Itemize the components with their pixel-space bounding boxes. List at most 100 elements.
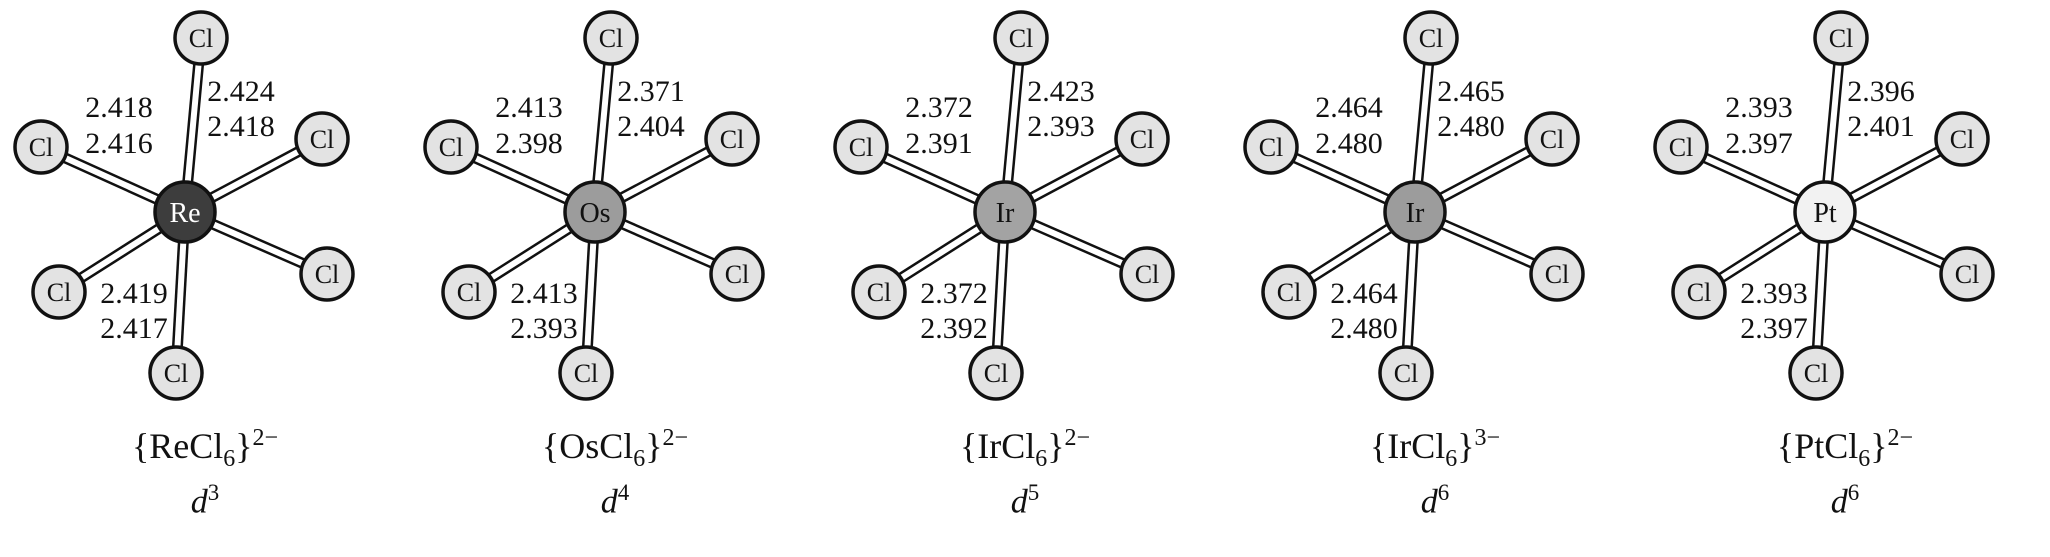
formula-subscript: 6 <box>223 446 236 473</box>
bond-length-label: 2.372 <box>905 91 973 124</box>
bond-length-label: 2.419 <box>100 277 168 310</box>
octahedral-structure-diagram: Cl Cl Cl Cl Cl Cl <box>833 10 1175 401</box>
formula-prefix: {IrCl <box>1369 426 1446 466</box>
metal-atom: Pt <box>1793 180 1857 244</box>
chlorine-circle <box>1653 119 1709 175</box>
chlorine-circle <box>173 10 229 66</box>
chlorine-circle <box>1671 264 1727 320</box>
bond-length-label: 2.371 <box>617 75 685 108</box>
chlorine-circle <box>1243 119 1299 175</box>
chlorine-circle <box>1939 246 1995 302</box>
chlorine-label: Cl <box>867 278 892 307</box>
chlorine-label: Cl <box>984 359 1009 388</box>
bond-length-labels: 2.372 2.391 2.423 2.393 2.372 2.392 <box>905 75 1095 345</box>
formula-close-brace: } <box>1457 426 1475 466</box>
chlorine-atom-upper-left: Cl <box>1243 119 1299 175</box>
chlorine-atom-upper-right: Cl <box>1524 111 1580 167</box>
chlorine-label: Cl <box>1829 24 1854 53</box>
chlorine-circle <box>968 345 1024 401</box>
chlorine-atom-lower-left: Cl <box>31 264 87 320</box>
d-exponent: 5 <box>1027 480 1040 506</box>
chlorine-label: Cl <box>1950 125 1975 154</box>
chlorine-circle <box>1529 246 1585 302</box>
octahedral-structure-diagram: Cl Cl Cl Cl Cl Cl <box>13 10 355 401</box>
chlorine-atom-top: Cl <box>583 10 639 66</box>
chlorine-circle <box>1934 111 1990 167</box>
bond-length-label: 2.413 <box>495 91 563 124</box>
bond-length-labels: 2.464 2.480 2.465 2.480 2.464 2.480 <box>1315 75 1505 345</box>
complex-formula: {IrCl6}3− <box>1370 426 1500 471</box>
bond-length-label: 2.393 <box>510 312 578 345</box>
chlorine-circle <box>558 345 614 401</box>
chlorine-label: Cl <box>310 125 335 154</box>
bond-length-label: 2.393 <box>1740 277 1808 310</box>
d-exponent: 4 <box>617 480 630 506</box>
chlorine-atom-lower-right: Cl <box>1529 246 1585 302</box>
chlorine-circle <box>1378 345 1434 401</box>
bond-length-label: 2.404 <box>617 110 685 143</box>
bond-length-label: 2.393 <box>1027 110 1095 143</box>
chlorine-label: Cl <box>599 24 624 53</box>
formula-close-brace: } <box>235 426 253 466</box>
bond-length-labels: 2.393 2.397 2.396 2.401 2.393 2.397 <box>1725 75 1915 345</box>
metal-label: Re <box>169 198 200 229</box>
formula-close-brace: } <box>1870 426 1888 466</box>
chlorine-atom-upper-left: Cl <box>13 119 69 175</box>
chlorine-atom-lower-left: Cl <box>1671 264 1727 320</box>
metal-atom: Os <box>563 180 627 244</box>
chlorine-atom-upper-right: Cl <box>1114 111 1170 167</box>
chlorine-circle <box>1788 345 1844 401</box>
chlorine-label: Cl <box>315 260 340 289</box>
chlorine-atom-lower-right: Cl <box>709 246 765 302</box>
formula-subscript: 6 <box>1445 446 1458 473</box>
formula-prefix: {OsCl <box>541 426 634 466</box>
chlorine-label: Cl <box>1540 125 1565 154</box>
metal-label: Ir <box>1406 198 1425 229</box>
complex-formula: {ReCl6}2− <box>132 426 278 471</box>
d-symbol: d <box>1420 483 1438 521</box>
d-exponent: 3 <box>207 480 220 506</box>
chlorine-circle <box>1403 10 1459 66</box>
complex-formula: {IrCl6}2− <box>960 426 1090 471</box>
bond-length-label: 2.480 <box>1315 127 1383 160</box>
chlorine-circle <box>1261 264 1317 320</box>
formula-subscript: 6 <box>1858 446 1871 473</box>
chlorine-atom-top: Cl <box>173 10 229 66</box>
chlorine-circle <box>423 119 479 175</box>
chlorine-label: Cl <box>720 125 745 154</box>
bond-length-label: 2.391 <box>905 127 973 160</box>
chlorine-atom-top: Cl <box>1813 10 1869 66</box>
chlorine-atom-bottom: Cl <box>968 345 1024 401</box>
bond-length-label: 2.464 <box>1315 91 1383 124</box>
formula-charge: 2− <box>662 425 689 451</box>
metal-atom: Ir <box>1383 180 1447 244</box>
chlorine-label: Cl <box>439 133 464 162</box>
bond-length-label: 2.398 <box>495 127 563 160</box>
bond-length-label: 2.413 <box>510 277 578 310</box>
chlorine-label: Cl <box>1009 24 1034 53</box>
bond-length-label: 2.464 <box>1330 277 1398 310</box>
chlorine-atom-lower-left: Cl <box>441 264 497 320</box>
d-symbol: d <box>1010 483 1028 521</box>
formula-close-brace: } <box>645 426 663 466</box>
chlorine-label: Cl <box>1259 133 1284 162</box>
bond-length-labels: 2.413 2.398 2.371 2.404 2.413 2.393 <box>495 75 685 345</box>
bond-length-label: 2.397 <box>1725 127 1793 160</box>
chlorine-atom-bottom: Cl <box>1378 345 1434 401</box>
bond-length-label: 2.417 <box>100 312 168 345</box>
chlorine-atom-lower-right: Cl <box>1119 246 1175 302</box>
d-exponent: 6 <box>1847 480 1860 506</box>
metal-atom: Ir <box>973 180 1037 244</box>
chlorine-label: Cl <box>574 359 599 388</box>
chlorine-circle <box>299 246 355 302</box>
octahedral-structure-diagram: Cl Cl Cl Cl Cl Cl <box>423 10 765 401</box>
d-electron-configuration: d3 <box>191 481 220 519</box>
formula-subscript: 6 <box>1035 446 1048 473</box>
chlorine-label: Cl <box>1419 24 1444 53</box>
chlorine-circle <box>148 345 204 401</box>
d-symbol: d <box>600 483 618 521</box>
chlorine-atom-lower-right: Cl <box>299 246 355 302</box>
formula-prefix: {PtCl <box>1776 426 1859 466</box>
bond-length-label: 2.424 <box>207 75 275 108</box>
d-electron-configuration: d4 <box>601 481 630 519</box>
